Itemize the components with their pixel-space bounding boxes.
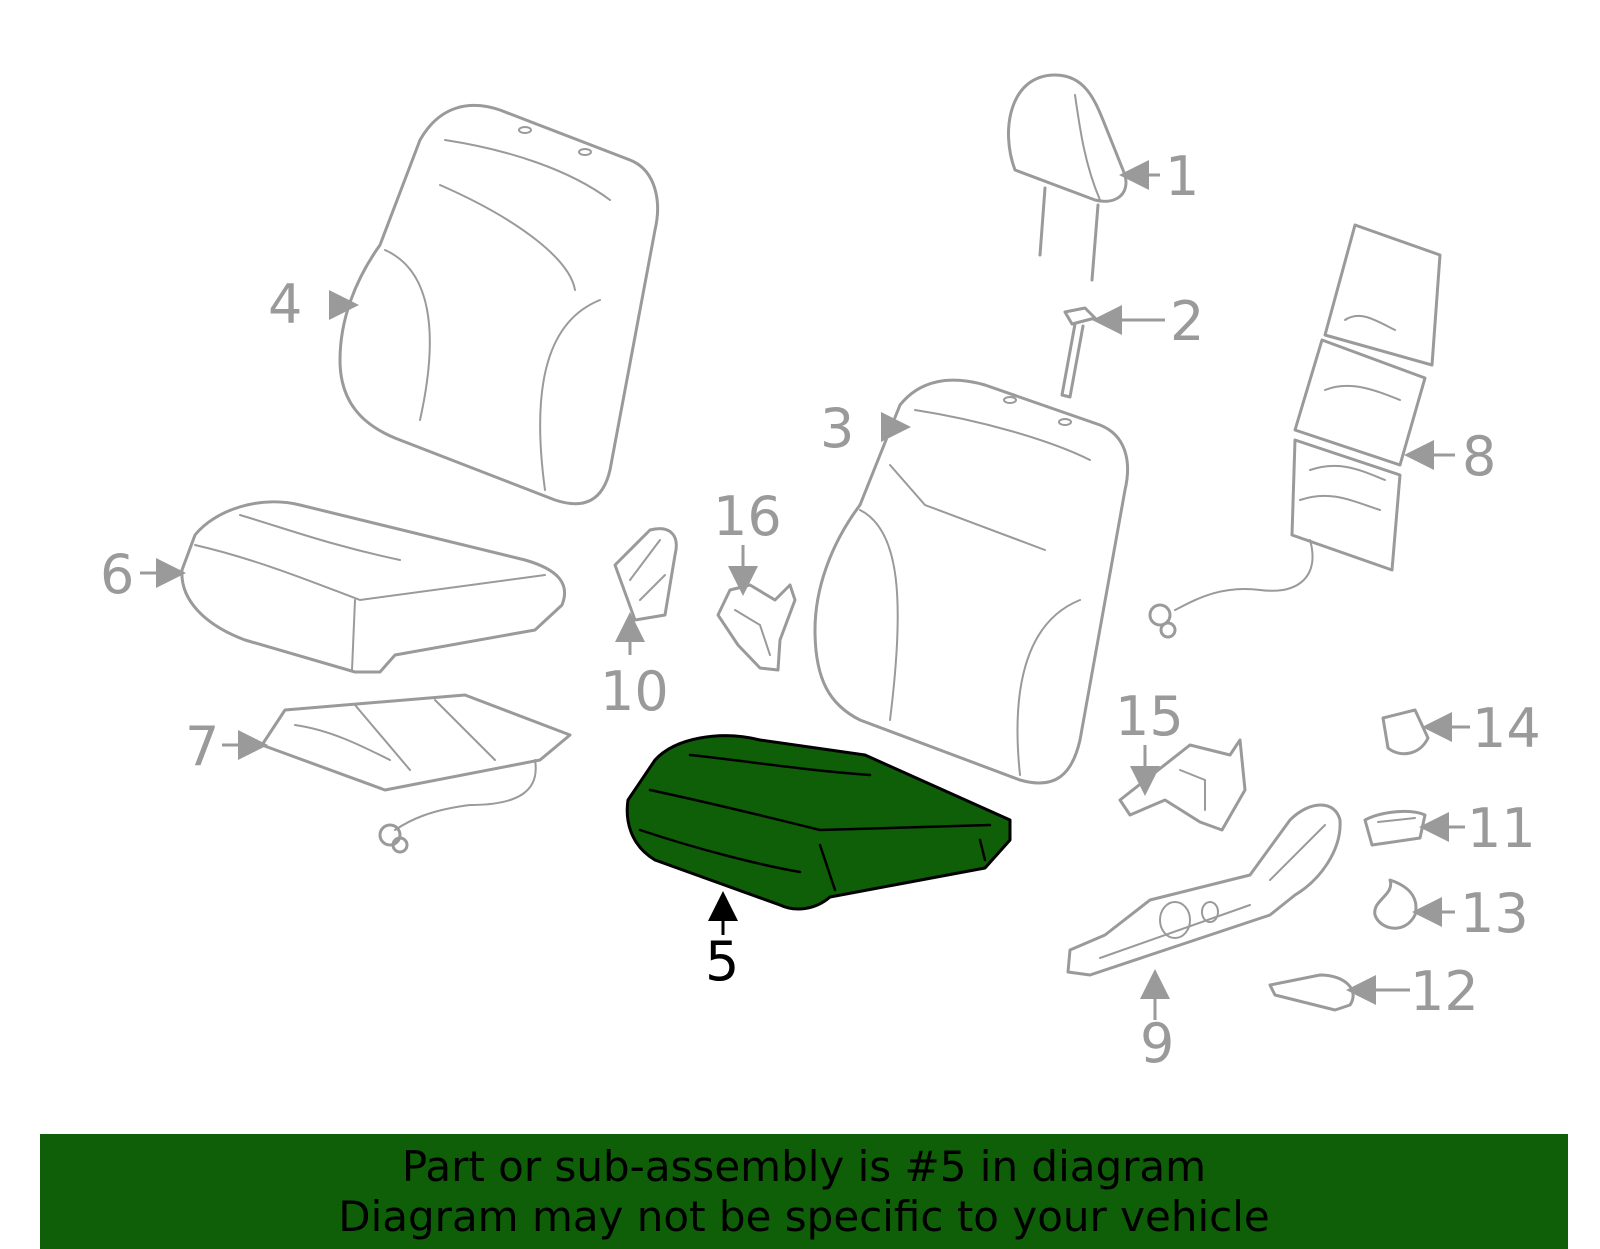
banner-line-1: Part or sub-assembly is #5 in diagram bbox=[401, 1142, 1207, 1191]
part-6-cushion-cover[interactable] bbox=[180, 500, 567, 674]
callout-3[interactable]: 3 bbox=[820, 397, 854, 460]
part-9-side-cover[interactable] bbox=[1066, 803, 1342, 977]
callout-7[interactable]: 7 bbox=[185, 715, 219, 778]
callout-1[interactable]: 1 bbox=[1165, 145, 1199, 208]
part-5-cushion-pad[interactable] bbox=[625, 734, 1012, 911]
callout-15[interactable]: 15 bbox=[1115, 685, 1184, 748]
part-2-headrest-guide[interactable] bbox=[1060, 306, 1097, 399]
callout-8[interactable]: 8 bbox=[1462, 425, 1496, 488]
part-3-seatback-pad[interactable] bbox=[813, 378, 1129, 785]
callout-12[interactable]: 12 bbox=[1410, 960, 1479, 1023]
part-12-lever[interactable] bbox=[1268, 973, 1355, 1012]
banner-line-2: Diagram may not be specific to your vehi… bbox=[338, 1192, 1270, 1241]
callout-10[interactable]: 10 bbox=[600, 660, 669, 723]
part-8-back-heater[interactable] bbox=[1148, 223, 1442, 639]
callout-2[interactable]: 2 bbox=[1170, 290, 1204, 353]
part-14-cap[interactable] bbox=[1381, 708, 1430, 756]
part-11-knob[interactable] bbox=[1363, 809, 1427, 847]
callout-16[interactable]: 16 bbox=[713, 485, 782, 548]
part-1-headrest[interactable] bbox=[1007, 73, 1128, 282]
part-13-clip[interactable] bbox=[1373, 878, 1418, 930]
callout-11[interactable]: 11 bbox=[1467, 797, 1536, 860]
part-16-bracket[interactable] bbox=[716, 583, 797, 672]
callout-leaders bbox=[140, 160, 1470, 1020]
part-10-trim[interactable] bbox=[613, 527, 678, 622]
callout-4[interactable]: 4 bbox=[268, 273, 302, 336]
part-15-bracket[interactable] bbox=[1118, 738, 1247, 832]
part-4-seatback-cover[interactable] bbox=[338, 103, 659, 506]
callout-labels: 1 2 3 4 5 6 7 8 9 10 11 12 13 14 15 16 bbox=[100, 145, 1541, 1075]
info-banner: Part or sub-assembly is #5 in diagram Di… bbox=[40, 1134, 1568, 1249]
callout-6[interactable]: 6 bbox=[100, 543, 134, 606]
callout-9[interactable]: 9 bbox=[1140, 1012, 1174, 1075]
callout-14[interactable]: 14 bbox=[1472, 697, 1541, 760]
part-7-cushion-heater[interactable] bbox=[260, 693, 572, 854]
callout-5[interactable]: 5 bbox=[705, 930, 739, 993]
callout-13[interactable]: 13 bbox=[1460, 882, 1529, 945]
